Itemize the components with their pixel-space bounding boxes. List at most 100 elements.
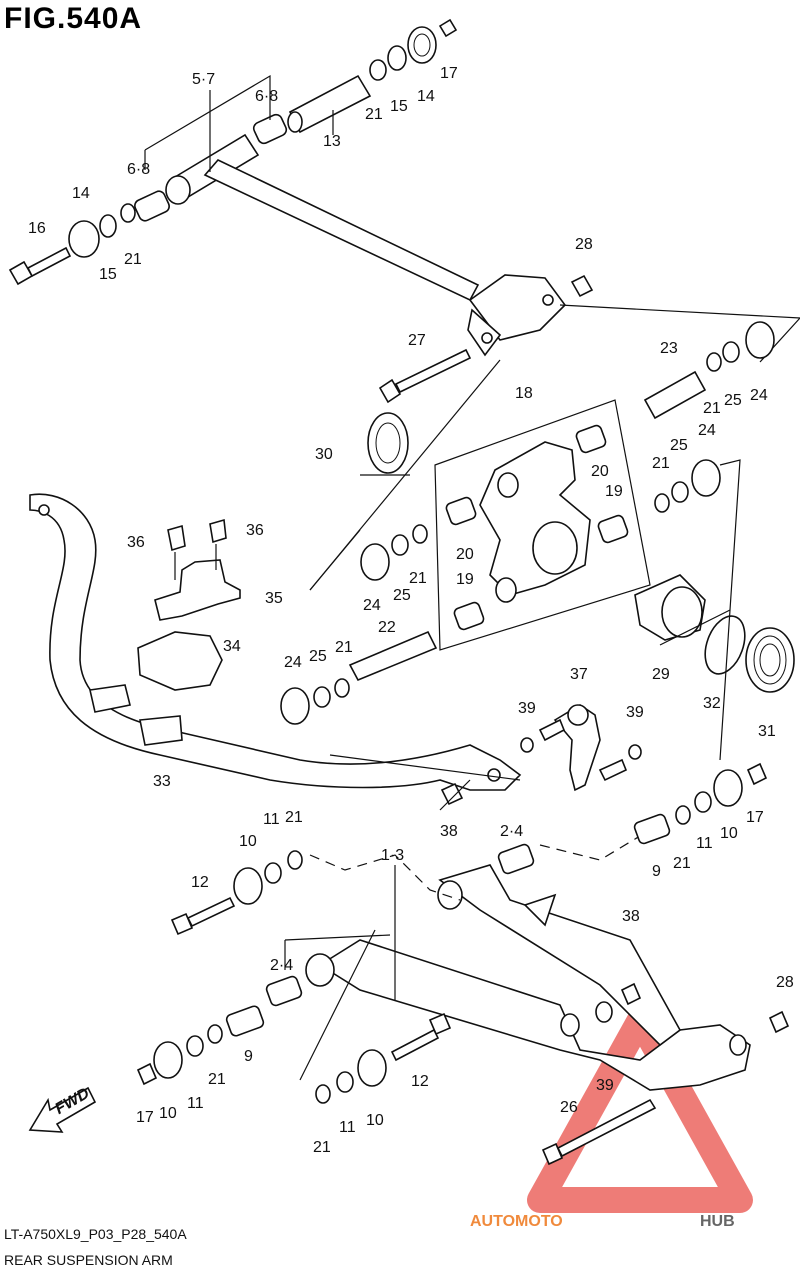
callout: 2·4 xyxy=(270,957,293,974)
callout: 13 xyxy=(323,133,341,150)
callout: 25 xyxy=(393,587,411,604)
callout: 23 xyxy=(660,340,678,357)
callout: 14 xyxy=(417,88,435,105)
callout: 39 xyxy=(626,704,644,721)
watermark-text-colored: AUTOMOTO xyxy=(470,1213,563,1230)
callout: 14 xyxy=(72,185,90,202)
figure-code: LT-A750XL9_P03_P28_540A xyxy=(4,1226,187,1242)
washer-stack-upper-left xyxy=(68,203,136,258)
watermark-text-gray: HUB xyxy=(700,1213,735,1230)
callout: 24 xyxy=(698,422,716,439)
callout: 11 xyxy=(339,1119,356,1136)
knuckle-box xyxy=(434,399,651,651)
callout: 12 xyxy=(411,1073,429,1090)
callout: 27 xyxy=(408,332,426,349)
callout: 11 xyxy=(696,835,713,852)
callout: 21 xyxy=(703,400,721,417)
circlip-32 xyxy=(704,615,746,675)
callout: 25 xyxy=(670,437,688,454)
callout: 21 xyxy=(365,106,383,123)
callout: 24 xyxy=(284,654,302,671)
callout: 6·8 xyxy=(255,88,278,105)
bolt-26 xyxy=(541,1098,657,1166)
callout: 6·8 xyxy=(127,161,150,178)
callout: 10 xyxy=(720,825,738,842)
callout: 20 xyxy=(591,463,609,480)
nuts-lower xyxy=(136,762,790,1086)
callout: 33 xyxy=(153,773,171,790)
callout: 21 xyxy=(335,639,353,656)
callout: 35 xyxy=(265,590,283,607)
callout-labels: 5·7 6·8 6·8 13 17 14 15 21 16 14 15 21 2… xyxy=(28,65,794,1156)
callout: 36 xyxy=(246,522,264,539)
bolts-12 xyxy=(170,896,452,1062)
callout: 29 xyxy=(652,666,670,683)
leader-lines-lower xyxy=(284,754,651,1081)
callout: 19 xyxy=(605,483,623,500)
callout: 11 xyxy=(263,811,280,828)
figure-name: REAR SUSPENSION ARM xyxy=(4,1252,173,1268)
callout: 17 xyxy=(136,1109,154,1126)
bushings-lower xyxy=(225,813,671,1037)
callout: 18 xyxy=(515,385,533,402)
callout: 21 xyxy=(409,570,427,587)
callout: 20 xyxy=(456,546,474,563)
bolt-16 xyxy=(8,246,72,286)
callout: 15 xyxy=(390,98,408,115)
knuckle-18 xyxy=(479,441,591,603)
callout: 21 xyxy=(124,251,142,268)
washers-stabilizer xyxy=(280,630,438,725)
callout: 9 xyxy=(244,1048,253,1065)
callout: 10 xyxy=(239,833,257,850)
bolt-27 xyxy=(378,348,472,404)
figure-title: FIG.540A xyxy=(4,2,143,35)
callout: 15 xyxy=(99,266,117,283)
fwd-arrow-icon: FWD xyxy=(28,1085,97,1133)
callout: 12 xyxy=(191,874,209,891)
oil-seal-30 xyxy=(367,412,409,474)
callout: 37 xyxy=(570,666,588,683)
callout: 31 xyxy=(758,723,776,740)
callout: 21 xyxy=(673,855,691,872)
bushing-6-8-upper xyxy=(134,113,288,222)
callout: 1·3 xyxy=(381,847,404,864)
callout: 39 xyxy=(518,700,536,717)
bushing-34 xyxy=(137,631,223,691)
callout: 25 xyxy=(309,648,327,665)
pivot-tube-13 xyxy=(287,74,372,134)
bearing-29 xyxy=(634,574,706,641)
callout: 36 xyxy=(127,534,145,551)
washers-lower xyxy=(153,769,743,1104)
nut-38-mid xyxy=(440,782,464,806)
callout: 39 xyxy=(596,1077,614,1094)
stabilizer-link-37 xyxy=(520,704,642,792)
callout: 5·7 xyxy=(192,71,215,88)
callout: 24 xyxy=(363,597,381,614)
callout: 38 xyxy=(440,823,458,840)
callout: 32 xyxy=(703,695,721,712)
callout: 16 xyxy=(28,220,46,237)
boot-31 xyxy=(745,627,795,693)
bolts-36 xyxy=(167,518,227,580)
callout: 19 xyxy=(456,571,474,588)
lower-arm xyxy=(305,864,751,1091)
upper-pivot-tube xyxy=(165,133,567,357)
callout: 17 xyxy=(746,809,764,826)
callout: 30 xyxy=(315,446,333,463)
callout: 28 xyxy=(776,974,794,991)
callout: 21 xyxy=(652,455,670,472)
callout: 38 xyxy=(622,908,640,925)
washers-knuckle-right xyxy=(643,321,775,513)
callout: 25 xyxy=(724,392,742,409)
callout: 21 xyxy=(285,809,303,826)
watermark-triangle xyxy=(527,1007,753,1213)
callout: 11 xyxy=(187,1095,204,1112)
callout: 10 xyxy=(366,1112,384,1129)
leader-lines-knuckle xyxy=(309,459,741,761)
callout: 21 xyxy=(208,1071,226,1088)
callout: 21 xyxy=(313,1139,331,1156)
washer-39-lower xyxy=(595,1001,613,1023)
callout: 10 xyxy=(159,1105,177,1122)
watermark-logo: AUTOMOTO HUB xyxy=(470,1213,735,1230)
